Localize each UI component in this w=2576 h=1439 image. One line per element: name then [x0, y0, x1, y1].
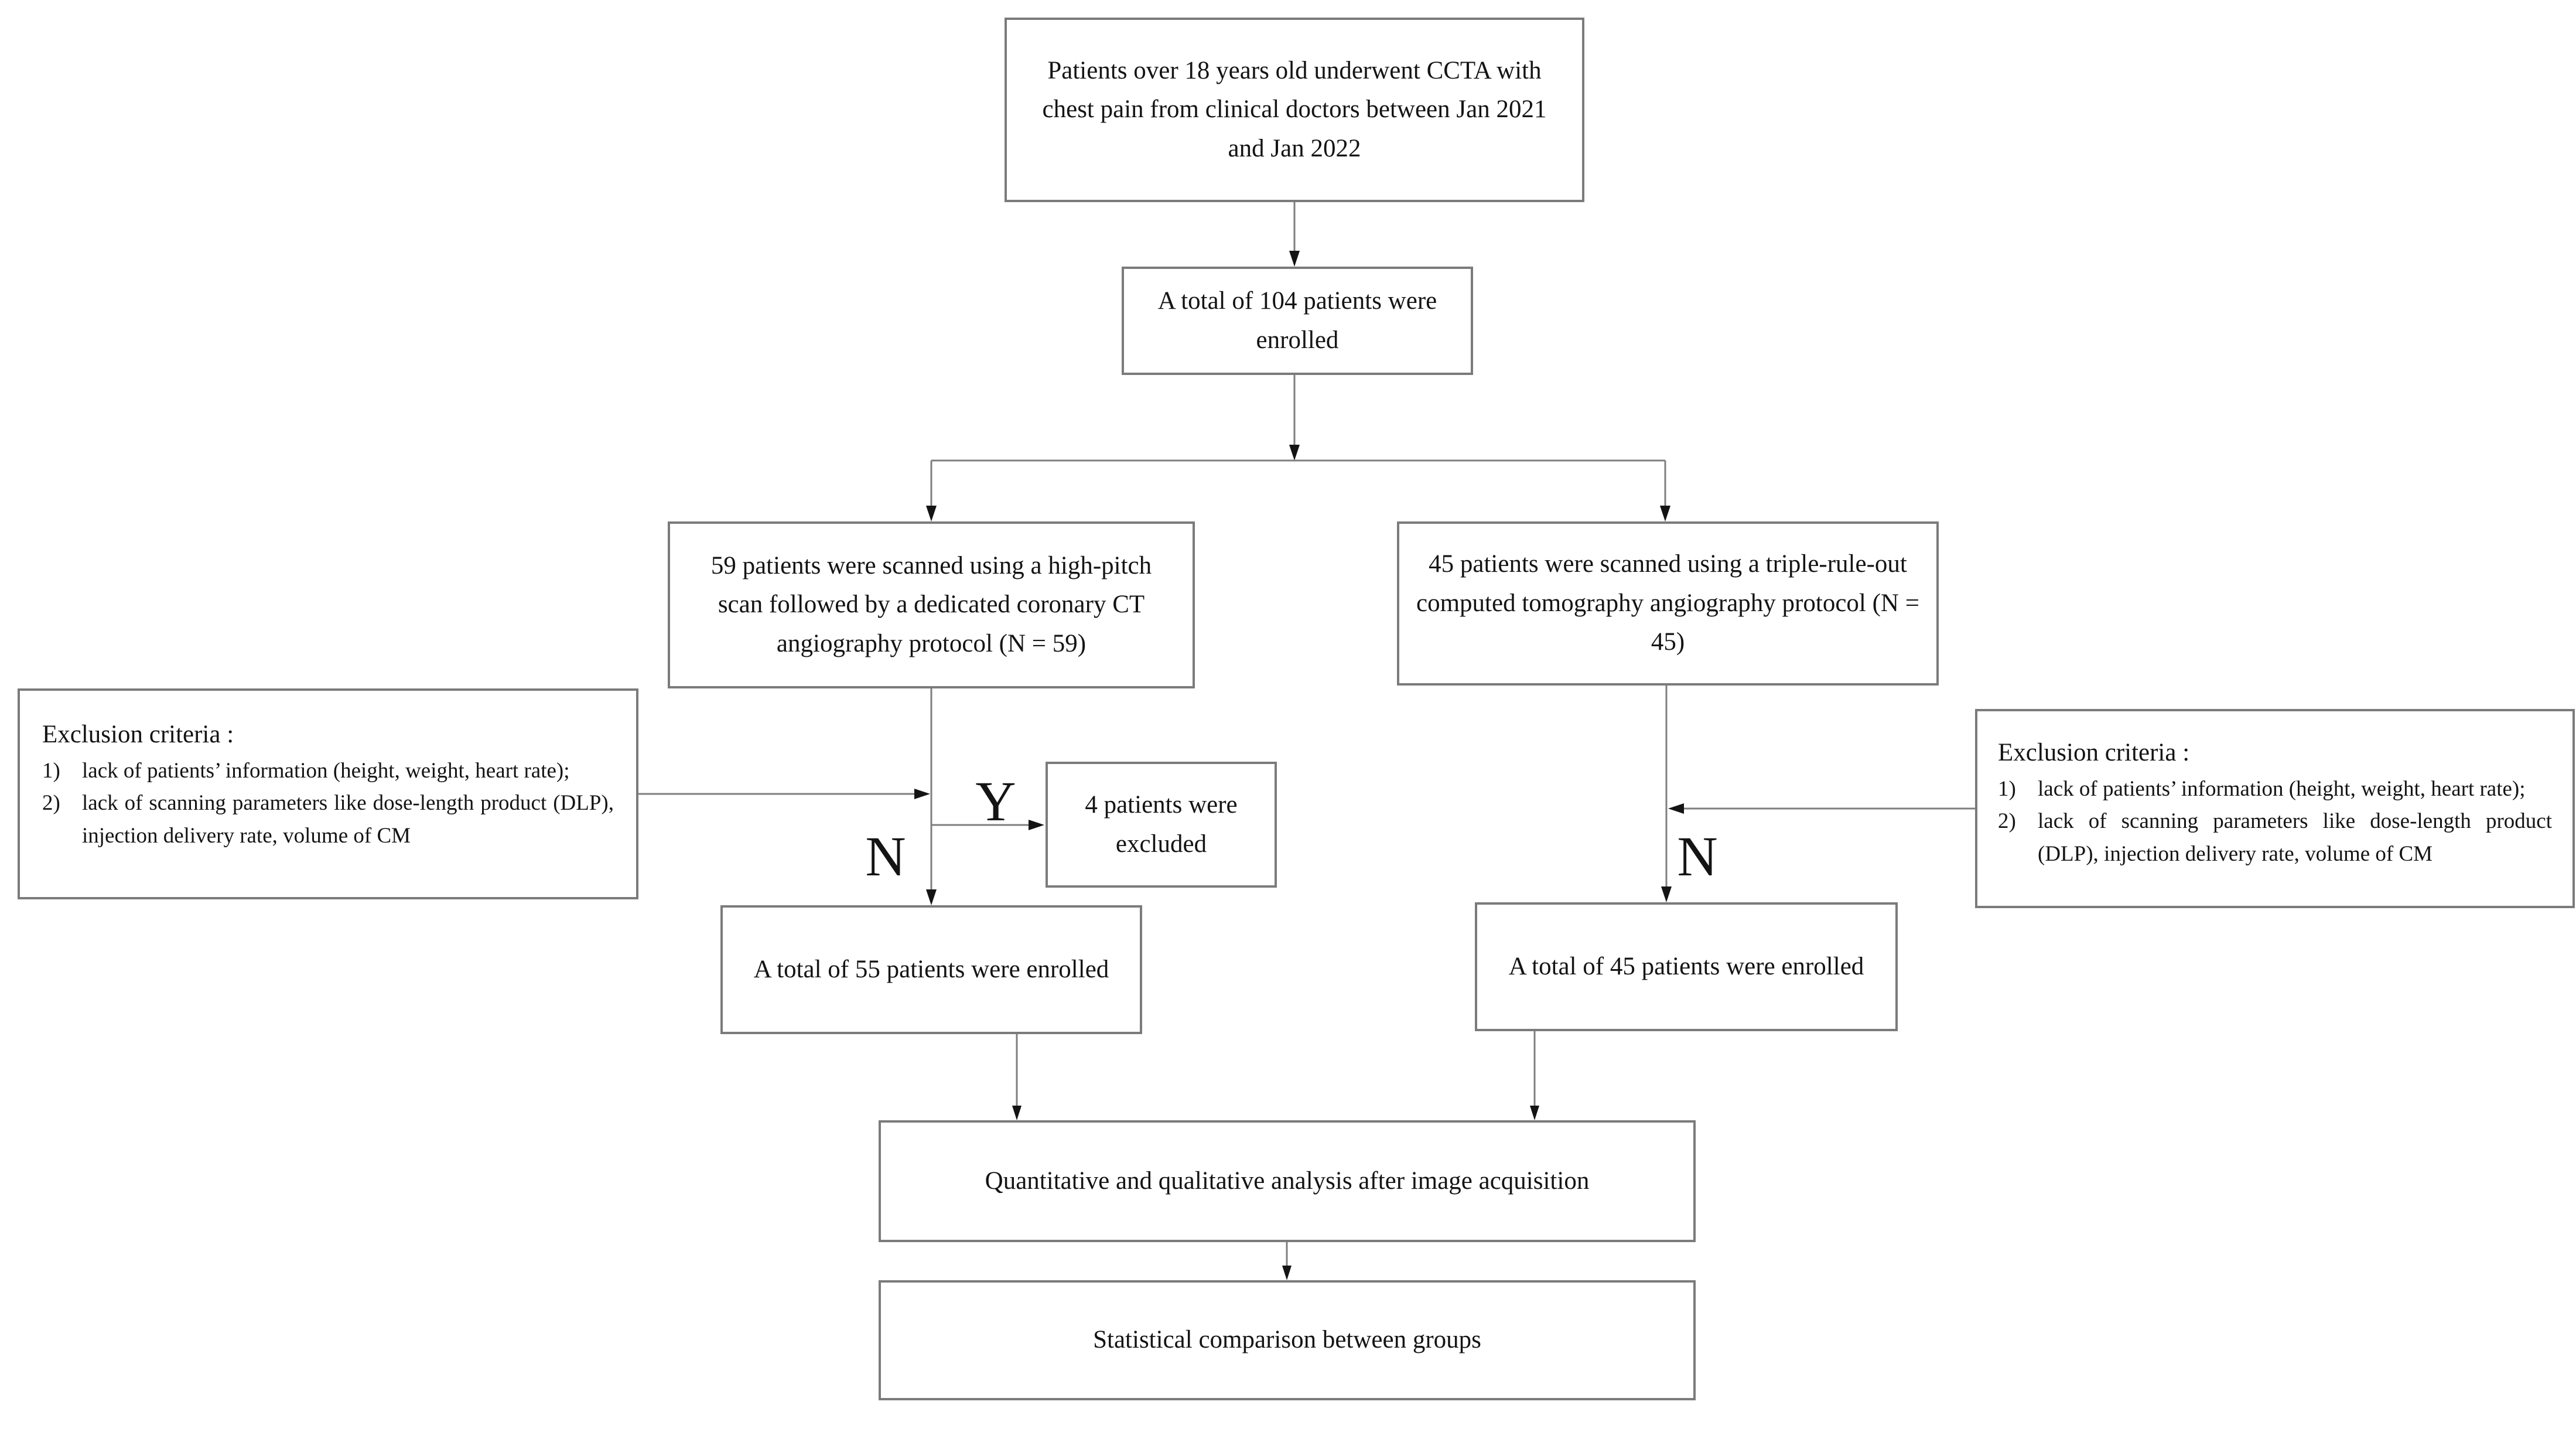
- node-eligibility: Patients over 18 years old underwent CCT…: [1005, 18, 1584, 202]
- node-total-enrolled-text: A total of 104 patients were enrolled: [1157, 287, 1437, 354]
- arrow-split-to-high-pitch: [926, 461, 937, 521]
- node-exclusion-criteria-left: Exclusion criteria : 1) lack of patients…: [18, 688, 638, 899]
- exclusion-left-item-1-number: 1): [42, 758, 60, 783]
- node-protocol-triple-rule-out: 45 patients were scanned using a triple-…: [1397, 521, 1939, 686]
- exclusion-right-heading: Exclusion criteria :: [1998, 739, 2190, 766]
- arrow-exclusion-left-to-branch: [638, 789, 930, 799]
- branch-label-no-right: N: [1677, 825, 1718, 888]
- node-total-enrolled: A total of 104 patients were enrolled: [1122, 267, 1473, 375]
- node-protocol-high-pitch: 59 patients were scanned using a high-pi…: [668, 521, 1195, 688]
- arrow-total-to-split: [1289, 375, 1300, 461]
- arrow-45-to-analysis: [1530, 1031, 1539, 1120]
- arrow-55-to-analysis: [1012, 1034, 1021, 1120]
- exclusion-right-item-2-number: 2): [1998, 809, 2016, 834]
- node-analysis-text: Quantitative and qualitative analysis af…: [985, 1167, 1590, 1195]
- exclusion-left-heading: Exclusion criteria :: [42, 721, 234, 748]
- node-statistical-comparison: Statistical comparison between groups: [879, 1280, 1696, 1400]
- exclusion-left-item-1: 1) lack of patients’ information (height…: [42, 755, 614, 787]
- exclusion-left-item-2: 2) lack of scanning parameters like dose…: [42, 787, 614, 852]
- exclusion-right-item-2-text: lack of scanning parameters like dose-le…: [2038, 809, 2552, 866]
- node-statistical-comparison-text: Statistical comparison between groups: [1093, 1326, 1481, 1354]
- arrow-split-to-triple-rule-out: [1660, 461, 1670, 521]
- arrow-analysis-to-statistics: [1282, 1242, 1292, 1280]
- arrow-triple-rule-out-to-45: [1661, 686, 1672, 902]
- node-enrolled-45: A total of 45 patients were enrolled: [1475, 902, 1898, 1031]
- branch-label-no-left: N: [865, 825, 906, 888]
- node-patients-excluded: 4 patients were excluded: [1046, 762, 1277, 888]
- node-analysis: Quantitative and qualitative analysis af…: [879, 1120, 1696, 1242]
- node-enrolled-55: A total of 55 patients were enrolled: [720, 905, 1142, 1034]
- exclusion-right-item-2: 2) lack of scanning parameters like dose…: [1998, 805, 2552, 870]
- branch-label-yes: Y: [975, 770, 1016, 833]
- exclusion-right-item-1: 1) lack of patients’ information (height…: [1998, 773, 2552, 806]
- node-protocol-high-pitch-text: 59 patients were scanned using a high-pi…: [710, 551, 1152, 657]
- arrow-exclusion-right-to-branch: [1668, 803, 1975, 814]
- exclusion-left-item-1-text: lack of patients’ information (height, w…: [82, 758, 570, 783]
- arrow-high-pitch-to-55: [926, 688, 937, 905]
- exclusion-right-item-1-text: lack of patients’ information (height, w…: [2038, 776, 2526, 801]
- exclusion-left-item-2-text: lack of scanning parameters like dose-le…: [82, 791, 614, 848]
- node-enrolled-45-text: A total of 45 patients were enrolled: [1508, 952, 1864, 980]
- exclusion-right-item-1-number: 1): [1998, 776, 2016, 801]
- arrow-branch-to-excluded: [931, 820, 1044, 830]
- node-eligibility-text: Patients over 18 years old underwent CCT…: [1042, 56, 1547, 162]
- node-protocol-triple-rule-out-text: 45 patients were scanned using a triple-…: [1416, 550, 1919, 656]
- node-patients-excluded-text: 4 patients were excluded: [1085, 790, 1238, 858]
- exclusion-left-item-2-number: 2): [42, 791, 60, 816]
- node-exclusion-criteria-right: Exclusion criteria : 1) lack of patients…: [1975, 709, 2575, 908]
- node-enrolled-55-text: A total of 55 patients were enrolled: [753, 955, 1109, 983]
- arrow-top-to-total: [1289, 202, 1300, 267]
